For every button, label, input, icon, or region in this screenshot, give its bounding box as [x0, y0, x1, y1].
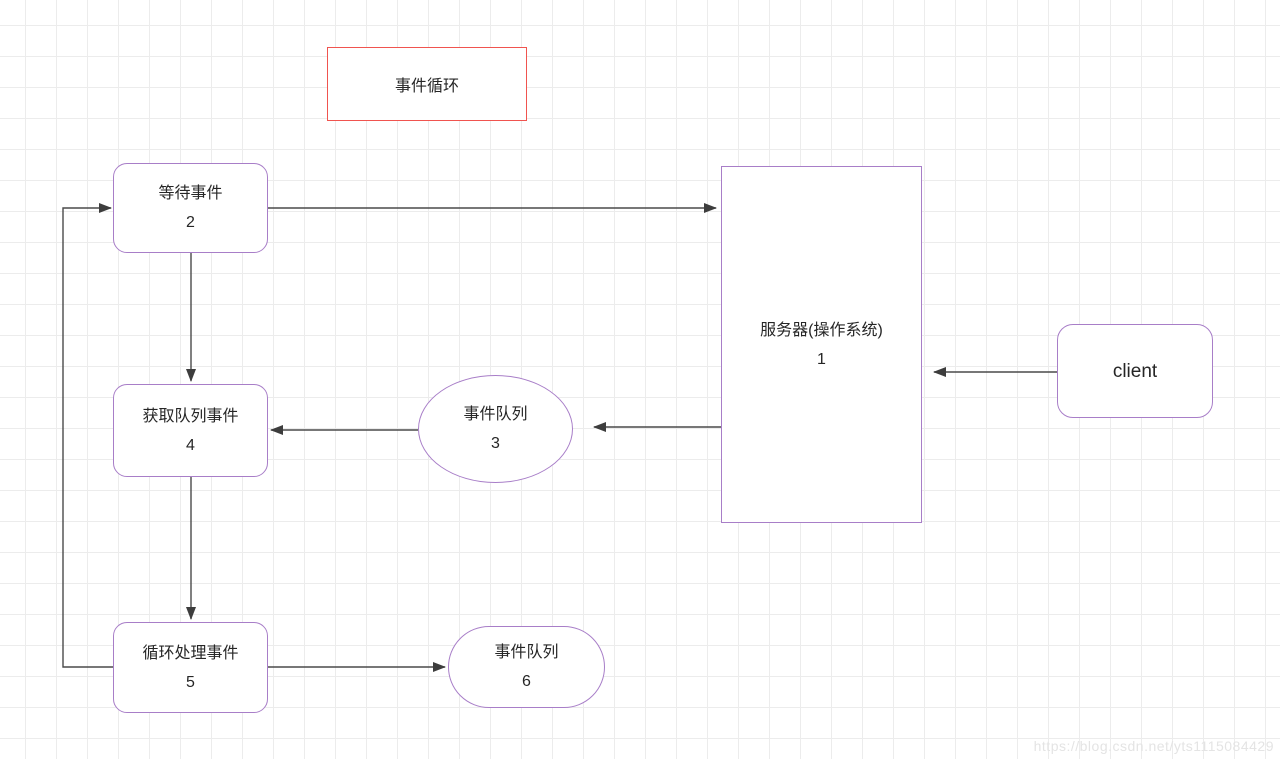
node-server: 服务器(操作系统) 1: [721, 166, 922, 523]
node-wait-event-number: 2: [186, 214, 195, 231]
csdn-watermark: https://blog.csdn.net/yts1115084429: [1033, 738, 1274, 754]
node-server-number: 1: [817, 350, 826, 368]
node-loop-process-event-number: 5: [186, 673, 195, 691]
node-event-queue-6-number: 6: [522, 673, 531, 690]
node-client-label: client: [1112, 360, 1158, 382]
node-loop-process-event: 循环处理事件 5: [113, 622, 268, 713]
diagram-title: 事件循环: [394, 78, 459, 95]
node-wait-event: 等待事件 2: [113, 163, 268, 253]
node-get-queue-event-number: 4: [186, 436, 195, 454]
node-loop-process-event-label: 循环处理事件: [142, 644, 239, 662]
node-get-queue-event: 获取队列事件 4: [113, 384, 268, 477]
node-event-queue-3-label: 事件队列: [463, 406, 528, 423]
node-server-label: 服务器(操作系统): [760, 321, 883, 339]
node-client: client: [1057, 324, 1213, 418]
node-event-queue-6-label: 事件队列: [494, 644, 559, 661]
node-event-queue-6: 事件队列 6: [448, 626, 605, 708]
title-box: 事件循环: [327, 47, 527, 121]
node-event-queue-3-number: 3: [491, 435, 500, 452]
node-wait-event-label: 等待事件: [158, 185, 223, 202]
arrow-loopback-process-to-wait: [62, 203, 113, 668]
node-get-queue-event-label: 获取队列事件: [142, 407, 239, 425]
node-event-queue-3: 事件队列 3: [418, 375, 573, 483]
